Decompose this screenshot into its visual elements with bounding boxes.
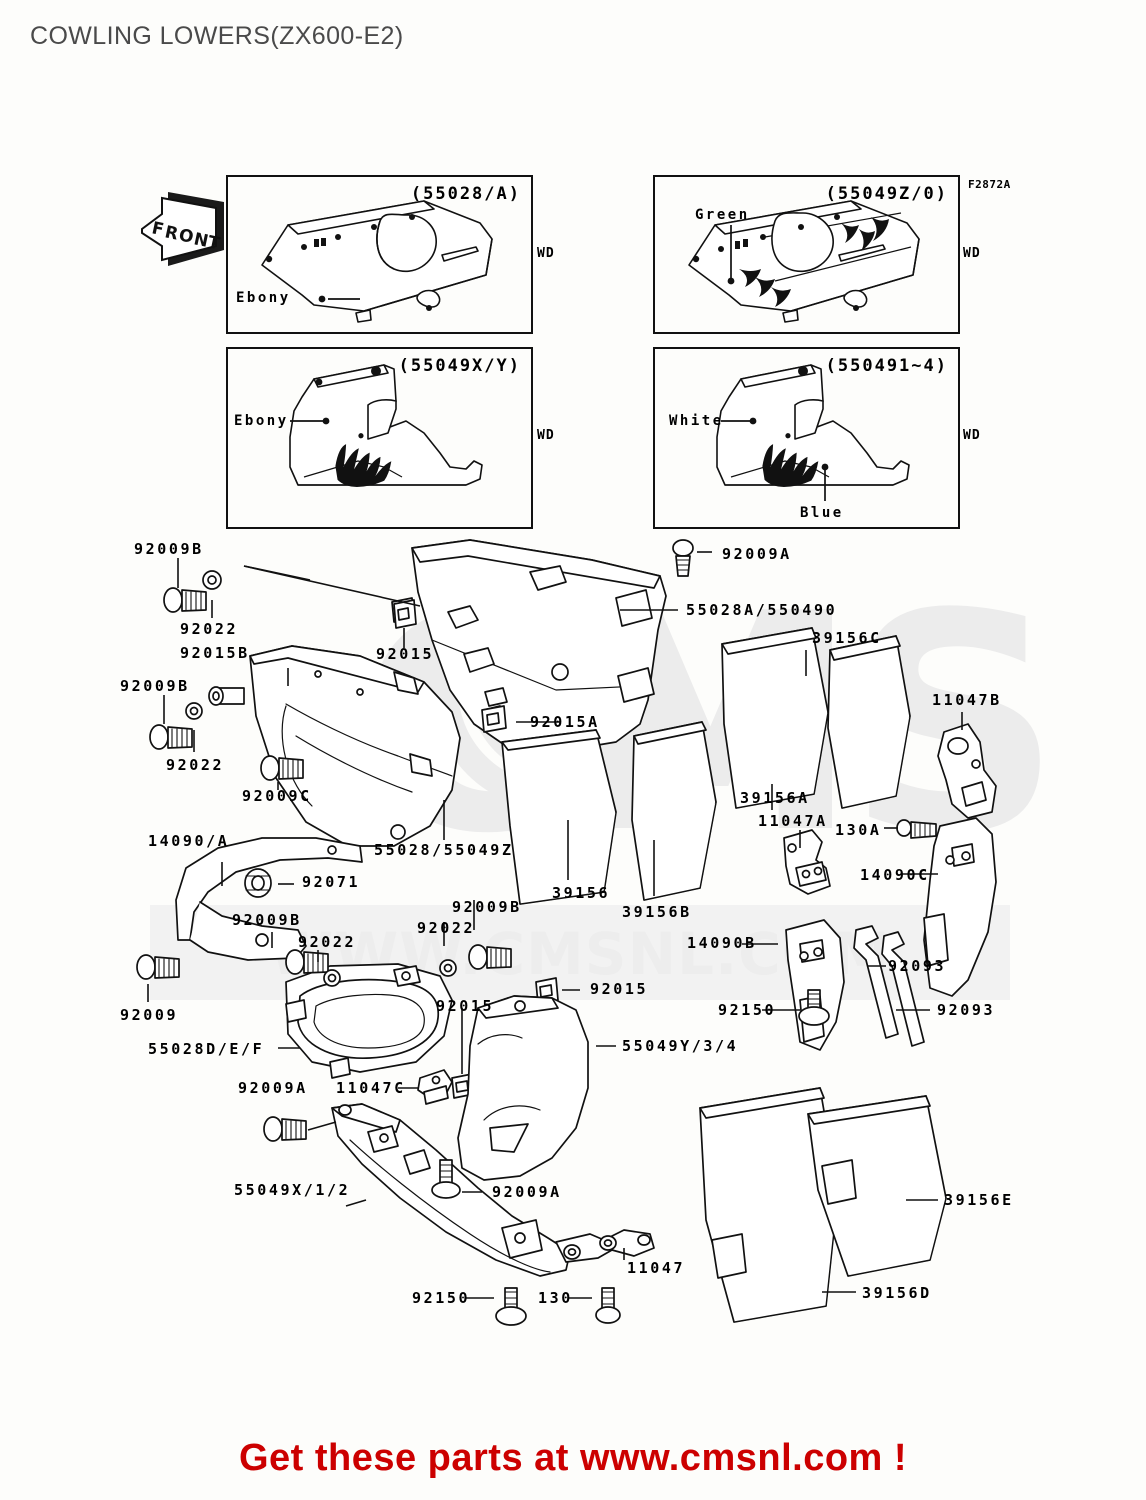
callout-39156a: 39156A (740, 789, 810, 807)
inset-box-55028-a: (55028/A) Ebony (226, 175, 533, 334)
drawing-reference-code: F2872A (968, 178, 1011, 191)
callout-92009: 92009 (120, 1006, 179, 1024)
callout-39156e: 39156E (944, 1191, 1014, 1209)
callout-92015a: 92015A (530, 713, 600, 731)
cms-logo-inner-ring-decoration (470, 606, 640, 776)
callout-92150-1: 92150 (718, 1001, 777, 1019)
callout-55028-55049z: 55028/55049Z (374, 841, 514, 859)
inset-box-55049z-0: (55049Z/0) (653, 175, 960, 334)
callout-14090b: 14090B (687, 934, 757, 952)
inset-code-550491-4: (550491~4) (825, 356, 948, 376)
svg-text:O: O (177, 225, 195, 248)
callout-55028a-550490: 55028A/550490 (686, 601, 838, 619)
callout-92022-4: 92022 (298, 933, 357, 951)
callout-92093-1: 92093 (888, 957, 947, 975)
callout-92015-2: 92015 (436, 997, 495, 1015)
color-label-ebony-2: Ebony (234, 413, 289, 429)
callout-14090c: 14090C (860, 866, 930, 884)
callout-92093-2: 92093 (937, 1001, 996, 1019)
inset-illustration-550491-4 (716, 364, 910, 501)
inset-code-55049z-0: (55049Z/0) (825, 184, 948, 204)
inset-box-55049x-y: (55049X/Y) Ebony (226, 347, 533, 529)
front-arrow-label: F (150, 218, 166, 240)
callout-11047b: 11047B (932, 691, 1002, 709)
inset-code-55049x-y: (55049X/Y) (398, 356, 521, 376)
inset-illustration-55028-a (261, 200, 493, 323)
callout-92009c: 92009C (242, 787, 312, 805)
callout-92015-1: 92015 (376, 645, 435, 663)
callout-39156: 39156 (552, 884, 611, 902)
callout-92022-1: 92022 (180, 620, 239, 638)
callout-92022-3: 92022 (417, 919, 476, 937)
color-label-white: White (669, 413, 724, 429)
page-title: COWLING LOWERS(ZX600-E2) (30, 22, 404, 50)
callout-11047c: 11047C (336, 1079, 406, 1097)
callout-92009a-2: 92009A (238, 1079, 308, 1097)
callout-92150-2: 92150 (412, 1289, 471, 1307)
wd-marker-1: WD (537, 246, 555, 261)
callout-14090-a: 14090/A (148, 832, 230, 850)
callout-92009b-4: 92009B (232, 911, 302, 929)
callout-55028d-e-f: 55028D/E/F (148, 1040, 265, 1058)
color-label-blue: Blue (800, 505, 844, 521)
callout-39156b: 39156B (622, 903, 692, 921)
svg-text:T: T (206, 232, 222, 254)
inset-illustration-55049z-0 (688, 200, 920, 323)
callout-92009b-3: 92009B (452, 898, 522, 916)
front-direction-arrow: F R O N T (141, 192, 224, 266)
callout-39156c: 39156C (812, 629, 882, 647)
callout-92071: 92071 (302, 873, 361, 891)
callout-92009a-3: 92009A (492, 1183, 562, 1201)
callout-55049x-1-2: 55049X/1/2 (234, 1181, 351, 1199)
callout-92022-2: 92022 (166, 756, 225, 774)
wd-marker-3: WD (537, 428, 555, 443)
inset-box-550491-4: (550491~4) White Blue (653, 347, 960, 529)
callout-55049y-3-4: 55049Y/3/4 (622, 1037, 739, 1055)
color-label-green: Green (695, 207, 750, 223)
footer-promo-text: Get these parts at www.cmsnl.com ! (238, 1437, 908, 1479)
inset-illustration-55049x-y (289, 364, 483, 487)
callout-11047: 11047 (627, 1259, 686, 1277)
svg-text:N: N (192, 229, 210, 252)
wd-marker-2: WD (963, 246, 981, 261)
callout-130a: 130A (835, 821, 882, 839)
color-label-ebony-1: Ebony (236, 290, 291, 306)
callout-92009b-2: 92009B (120, 677, 190, 695)
callout-130: 130 (538, 1289, 573, 1307)
wd-marker-4: WD (963, 428, 981, 443)
callout-92009b-1: 92009B (134, 540, 204, 558)
callout-92015-3: 92015 (590, 980, 649, 998)
callout-39156d: 39156D (862, 1284, 932, 1302)
callout-92015b: 92015B (180, 644, 250, 662)
svg-text:R: R (163, 222, 180, 244)
callout-11047a: 11047A (758, 812, 828, 830)
inset-code-55028-a: (55028/A) (410, 184, 521, 204)
callout-92009a-1: 92009A (722, 545, 792, 563)
